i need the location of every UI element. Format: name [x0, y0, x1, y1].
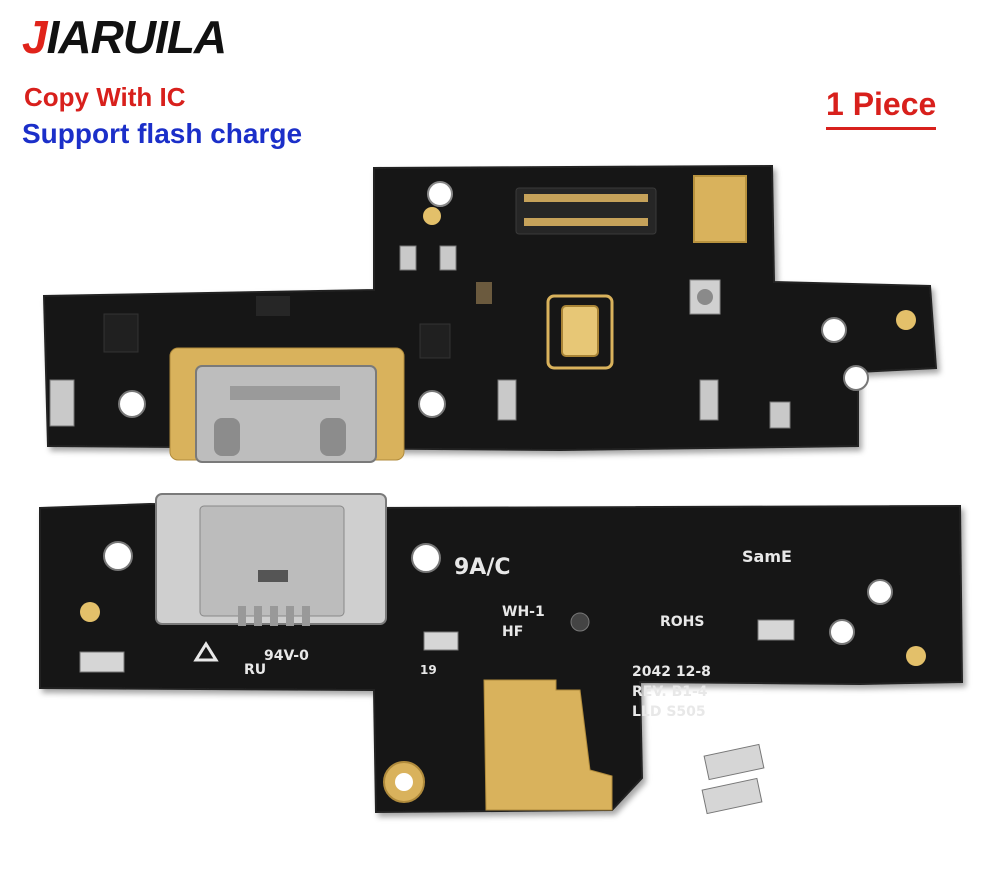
silk-9ac: 9A/C	[454, 555, 511, 580]
silk-rohs: ROHS	[660, 614, 704, 630]
silk-rev: REV. B1-4	[632, 684, 708, 700]
silk-19: 19	[420, 663, 437, 677]
brand-name: IARUILA	[46, 11, 228, 63]
silk-wh: WH-1	[502, 604, 545, 620]
quantity-label: 1 Piece	[826, 86, 937, 130]
product-feature-ic: Copy With IC	[24, 82, 186, 112]
bottom-board-components: 9A/C SamE ROHS WH-1 HF 94V-0 RU 19 2042 …	[79, 493, 926, 815]
top-board-components	[49, 175, 916, 463]
silk-94v: 94V-0	[264, 648, 309, 664]
silk-lld: LLD S505	[632, 704, 706, 720]
brand-logo: JIARUILA	[22, 10, 228, 64]
product-feature-charge: Support flash charge	[22, 118, 303, 149]
silk-date: 2042 12-8	[632, 664, 711, 680]
silk-ru: RU	[244, 662, 266, 678]
silk-hf: HF	[502, 624, 523, 640]
silk-same: SamE	[742, 547, 792, 566]
brand-letter: J	[22, 11, 48, 63]
